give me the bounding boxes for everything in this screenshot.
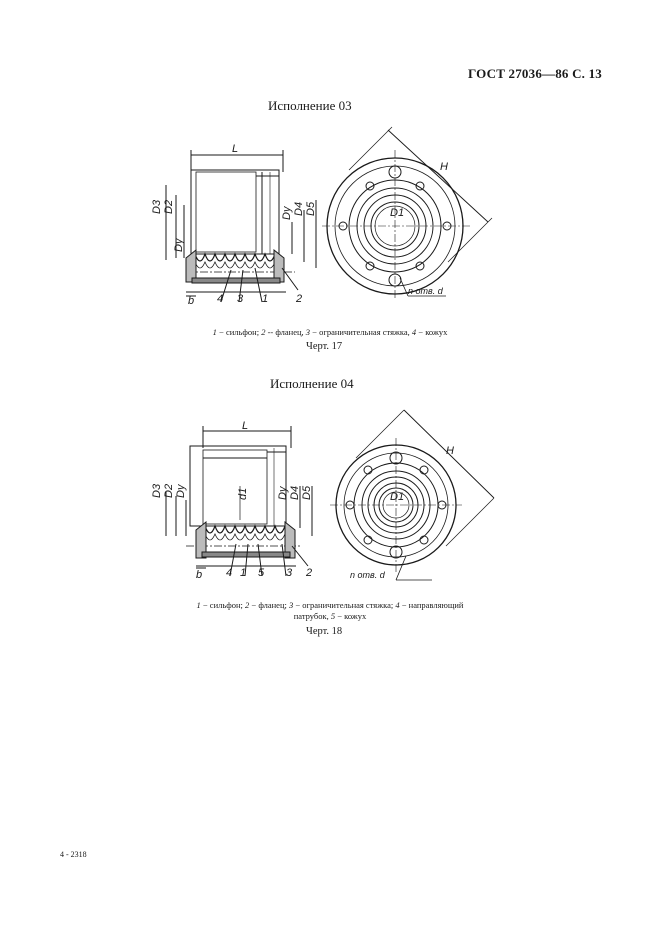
fig18-legend-line1: 1 − сильфон; 2 − фланец; 3 − ограничител… <box>60 600 600 611</box>
fig18-legend-text: − фланец; <box>249 600 289 610</box>
fig18-label-3: 3 <box>286 567 293 579</box>
fig18-label-d1: d1 <box>237 488 249 500</box>
fig18-legend-text: − направляющий <box>399 600 464 610</box>
fig18-label-D4: D4 <box>289 486 301 500</box>
fig18-label-D2: D2 <box>163 484 175 498</box>
figure17-caption: Черт. 17 <box>306 341 343 352</box>
fig17-label-L: L <box>232 143 238 155</box>
fig17-label-D2: D2 <box>163 200 175 214</box>
fig18-label-4: 4 <box>226 567 232 579</box>
figure18-caption: Черт. 18 <box>306 626 343 637</box>
fig18-label-holes: n отв. d <box>350 570 386 580</box>
fig17-label-D1: D1 <box>390 207 404 219</box>
fig18-legend-text: патрубок, <box>293 611 331 621</box>
fig17-label-D3: D3 <box>151 199 163 214</box>
fig18-label-D3: D3 <box>151 483 163 498</box>
fig17-legend-text: − ограничительная стяжка, <box>310 327 412 337</box>
fig18-label-1: 1 <box>240 567 246 579</box>
fig18-legend-num: 3 <box>289 600 294 610</box>
footer-code: 4 - 2318 <box>60 850 87 859</box>
fig17-label-Dy-left: Dy <box>173 237 185 252</box>
fig18-label-L: L <box>242 420 248 432</box>
fig17-legend-num: 1 <box>212 327 217 337</box>
fig18-legend-num: 2 <box>245 600 250 610</box>
fig17-label-1: 1 <box>262 293 268 305</box>
fig18-label-Dy-right: Dy <box>277 485 289 500</box>
fig18-label-5: 5 <box>258 567 265 579</box>
fig17-label-4: 4 <box>217 293 223 305</box>
figure17-title: Исполнение 03 <box>268 98 352 113</box>
figure17-legend: 1 − сильфон; 2 -- фланец, 3 − ограничите… <box>60 327 600 338</box>
fig18-legend-text: − сильфон; <box>200 600 246 610</box>
fig17-legend-num: 4 <box>411 327 417 337</box>
fig17-legend-text: − сильфон; <box>216 327 262 337</box>
fig17-legend-text: − кожух <box>416 327 448 337</box>
fig18-legend-text: − ограничительная стяжка; <box>293 600 396 610</box>
fig18-legend-num: 1 <box>196 600 201 610</box>
fig17-legend-text: -- фланец, <box>265 327 306 337</box>
fig17-label-2: 2 <box>295 293 302 305</box>
fig18-label-D1: D1 <box>390 491 404 503</box>
fig18-legend-num: 4 <box>395 600 400 610</box>
fig17-legend-num: 3 <box>305 327 311 337</box>
fig18-legend-line2: патрубок, 5 − кожух <box>60 611 600 622</box>
fig17-label-D4: D4 <box>293 202 305 216</box>
fig17-label-3: 3 <box>237 293 244 305</box>
fig17-label-holes: n отв. d <box>408 286 444 296</box>
fig18-label-H: H <box>446 445 454 457</box>
fig18-label-2: 2 <box>305 567 312 579</box>
fig17-label-D5: D5 <box>305 201 317 216</box>
fig17-label-Dy-right: Dy <box>281 205 293 220</box>
fig18-legend-text: − кожух <box>335 611 367 621</box>
fig17-legend-num: 2 <box>261 327 266 337</box>
document-header: ГОСТ 27036—86 С. 13 <box>468 66 602 81</box>
figure18-legend: 1 − сильфон; 2 − фланец; 3 − ограничител… <box>60 600 600 622</box>
fig18-label-Dy-left: Dy <box>175 483 187 498</box>
fig17-label-b: b <box>188 295 194 307</box>
fig18-label-b: b <box>196 569 202 581</box>
figure18-title: Исполнение 04 <box>270 376 354 391</box>
fig18-label-D5: D5 <box>301 485 313 500</box>
fig18-legend-num: 5 <box>330 611 336 621</box>
fig17-label-H: H <box>440 161 448 173</box>
